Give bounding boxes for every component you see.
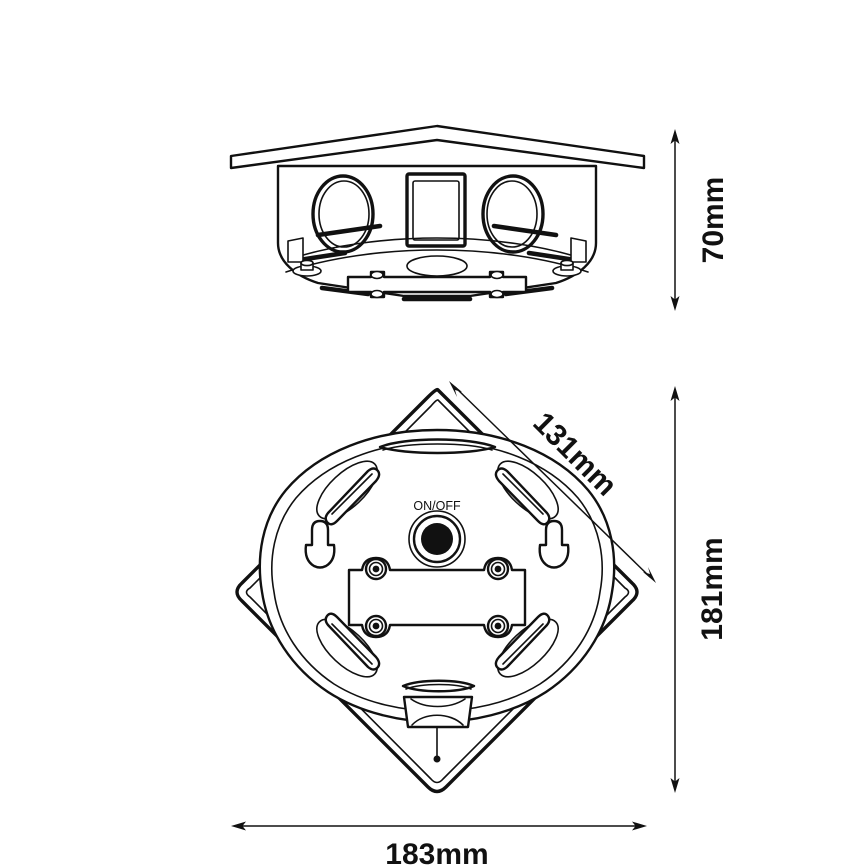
dimension-width-183mm: 183mm — [231, 821, 647, 868]
ceiling-plate-front-edge — [230, 139, 645, 169]
dim-131mm-arrow-end — [643, 567, 656, 583]
screw-lr-core — [494, 622, 502, 630]
screw-ll-core — [372, 622, 380, 630]
connector-box-inner-arc — [410, 698, 466, 708]
tab-boss-right-top — [560, 259, 574, 267]
vent-slot-top-line — [382, 443, 493, 451]
bracket-screw-hole-lower-right — [486, 614, 510, 638]
louvre-lr-blade-line — [502, 623, 544, 665]
center-window-inner — [412, 180, 460, 241]
underside-strip-right-lower — [526, 250, 578, 263]
underside-strip-right-upper — [491, 223, 559, 238]
right-lens-inner-ring — [486, 180, 538, 248]
dim-181mm-arrow-bottom — [670, 778, 680, 793]
louvre-lr-blade — [494, 612, 551, 671]
connector-box-lower-arc — [411, 714, 464, 726]
underside-ridge-line — [289, 237, 585, 260]
louvre-ur-blade — [494, 467, 551, 526]
vent-slot-bottom-line — [405, 683, 472, 690]
tab-boss-left-top — [300, 259, 314, 267]
underside-bracket-plate — [346, 270, 528, 299]
ceiling-mount-plate — [229, 124, 646, 170]
center-sensor-window — [405, 172, 467, 248]
dim-131mm-line — [454, 386, 651, 578]
tab-screw-boss-left — [292, 259, 322, 277]
left-lens-inner-ring — [318, 180, 370, 248]
dimension-depth-181mm: 181mm — [670, 386, 729, 793]
bracket-screw-top-left — [370, 270, 384, 280]
vent-slot-bottom-shape — [401, 679, 476, 693]
keyhole-right — [538, 519, 570, 569]
on-off-button-face[interactable] — [421, 523, 453, 555]
tab-screw-boss-right — [552, 259, 582, 277]
mount-tab-left — [287, 237, 304, 263]
louvre-slots — [316, 460, 559, 678]
connector-leader-dot — [433, 755, 441, 763]
screw-ur-core — [494, 565, 502, 573]
underside-center-boss — [406, 255, 468, 277]
underside-strip-left-lower — [296, 250, 348, 263]
ceiling-plate-ridge — [230, 125, 645, 157]
underside-strip-left-upper — [315, 223, 383, 238]
bracket-screw-bottom-right — [490, 289, 504, 299]
left-lens-aperture — [311, 174, 375, 254]
underside-second-line — [285, 249, 589, 273]
dim-183mm-label: 183mm — [385, 838, 488, 868]
dim-70mm-arrow-bottom — [670, 296, 680, 311]
dim-70mm-label: 70mm — [697, 177, 730, 264]
dim-183mm-arrow-left — [231, 821, 246, 831]
dimension-height-70mm: 70mm — [670, 129, 730, 311]
dim-183mm-arrow-right — [632, 821, 647, 831]
louvre-ll-blade — [324, 612, 381, 671]
center-bracket-plate — [347, 556, 527, 639]
dim-181mm-label: 181mm — [696, 537, 729, 640]
plate-inner-chamfer — [245, 399, 630, 784]
keyhole-left — [304, 519, 336, 569]
mount-tab-right — [570, 237, 587, 263]
louvre-ul-blade — [324, 467, 381, 526]
louvre-ur-blade-line — [502, 473, 544, 515]
louvre-ll-blade-line — [331, 623, 373, 665]
vent-slot-top-shape — [378, 438, 497, 455]
dim-181mm-arrow-top — [670, 386, 680, 401]
bracket-screw-bottom-left — [370, 289, 384, 299]
bracket-screw-hole-upper-right — [486, 557, 510, 581]
bracket-screw-top-right — [490, 270, 504, 280]
bottom-plan-view: ON/OFF — [235, 387, 639, 794]
on-off-button[interactable]: ON/OFF — [408, 499, 466, 568]
louvre-slot-upper-right — [494, 460, 559, 526]
bracket-screw-hole-lower-left — [364, 614, 388, 638]
side-elevation-view — [229, 124, 646, 302]
on-off-label: ON/OFF — [413, 499, 461, 513]
vent-slot-top — [378, 438, 497, 455]
keyhole-slots — [304, 519, 570, 569]
screw-ul-core — [372, 565, 380, 573]
bracket-plate-body — [347, 556, 527, 639]
bracket-screw-hole-upper-left — [364, 557, 388, 581]
louvre-ul-blade-line — [331, 473, 373, 515]
side-mounting-tabs — [287, 237, 587, 277]
louvre-slot-upper-left — [316, 460, 381, 526]
vent-slot-bottom-group — [401, 679, 476, 763]
louvre-slot-lower-right — [494, 612, 559, 678]
dim-131mm-arrow-start — [449, 381, 462, 397]
louvre-slot-lower-left — [316, 612, 381, 678]
dim-70mm-arrow-top — [670, 129, 680, 144]
